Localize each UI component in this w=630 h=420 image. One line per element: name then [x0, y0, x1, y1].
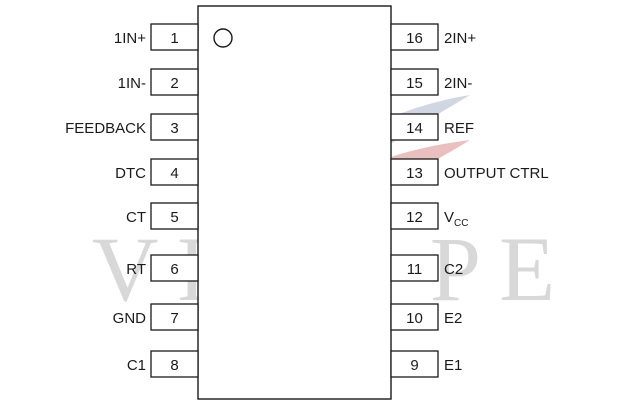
pin-box — [390, 350, 439, 378]
pin-label: C2 — [444, 261, 463, 278]
pin-box — [150, 254, 199, 282]
pin-number: 8 — [170, 357, 178, 374]
pin-label: REF — [444, 120, 474, 137]
pin-number: 4 — [170, 165, 178, 182]
pin-11: 11 C2 — [390, 254, 463, 282]
pin-5: 5 CT — [126, 202, 199, 230]
pin-2: 2 1IN- — [118, 68, 199, 96]
pin-10: 10 E2 — [390, 303, 462, 331]
pin-12: 12 VCC — [390, 202, 468, 230]
pin-label: GND — [113, 310, 147, 327]
pin-16: 16 2IN+ — [390, 23, 476, 51]
pin-1: 1 1IN+ — [114, 23, 199, 51]
pin-box — [390, 23, 439, 51]
ic-package-body — [197, 5, 392, 400]
pin-label-main: V — [444, 209, 454, 226]
pin-label: E2 — [444, 310, 462, 327]
pin-number: 1 — [170, 30, 178, 47]
right-pin-row: 16 2IN+ 15 2IN- 14 REF 13 OUTPUT CTRL 12… — [390, 23, 549, 378]
pin-box — [150, 350, 199, 378]
pin-box — [390, 68, 439, 96]
pin-label: 1IN- — [118, 75, 146, 92]
pin-number: 7 — [170, 310, 178, 327]
pin-4: 4 DTC — [115, 158, 199, 186]
pin-box — [150, 68, 199, 96]
pin-box — [390, 113, 439, 141]
pin-label: E1 — [444, 357, 462, 374]
pin-label: 2IN+ — [444, 30, 476, 47]
pin-number: 10 — [406, 310, 423, 327]
pin-label: DTC — [115, 165, 146, 182]
pin-label: RT — [126, 261, 146, 278]
pin-box — [150, 158, 199, 186]
pin-number: 9 — [410, 357, 418, 374]
pin-box — [390, 303, 439, 331]
pin-label-subscript: CC — [454, 218, 468, 229]
left-pin-row: 1 1IN+ 2 1IN- 3 FEEDBACK 4 DTC 5 CT 6 RT — [65, 23, 199, 378]
pin-box — [150, 23, 199, 51]
pin-number: 12 — [406, 209, 423, 226]
pin-7: 7 GND — [113, 303, 199, 331]
pin-3: 3 FEEDBACK — [65, 113, 199, 141]
pin-number: 13 — [406, 165, 423, 182]
pin-label: 2IN- — [444, 75, 472, 92]
pin-box — [390, 254, 439, 282]
pin-number: 14 — [406, 120, 423, 137]
pin-13: 13 OUTPUT CTRL — [390, 158, 549, 186]
pin-15: 15 2IN- — [390, 68, 472, 96]
pin-number: 11 — [407, 261, 423, 278]
pin-number: 16 — [406, 30, 423, 47]
pin-6: 6 RT — [126, 254, 199, 282]
pin-number: 5 — [170, 209, 178, 226]
pin-label-vcc: VCC — [444, 209, 468, 229]
pin-number: 15 — [406, 75, 423, 92]
pin-label: OUTPUT CTRL — [444, 165, 549, 182]
pin1-indicator-dot — [213, 28, 233, 48]
pin-9: 9 E1 — [390, 350, 462, 378]
pin-box — [150, 202, 199, 230]
pin-label: FEEDBACK — [65, 120, 146, 137]
pin-14: 14 REF — [390, 113, 474, 141]
pin-number: 6 — [170, 261, 178, 278]
pin-8: 8 C1 — [127, 350, 199, 378]
pin-box — [390, 202, 439, 230]
pin-label: 1IN+ — [114, 30, 146, 47]
pin-box — [390, 158, 439, 186]
pin-box — [150, 113, 199, 141]
pin-box — [150, 303, 199, 331]
pin-label: C1 — [127, 357, 146, 374]
pin-number: 2 — [170, 75, 178, 92]
pin-label: CT — [126, 209, 146, 226]
pin-number: 3 — [170, 120, 178, 137]
